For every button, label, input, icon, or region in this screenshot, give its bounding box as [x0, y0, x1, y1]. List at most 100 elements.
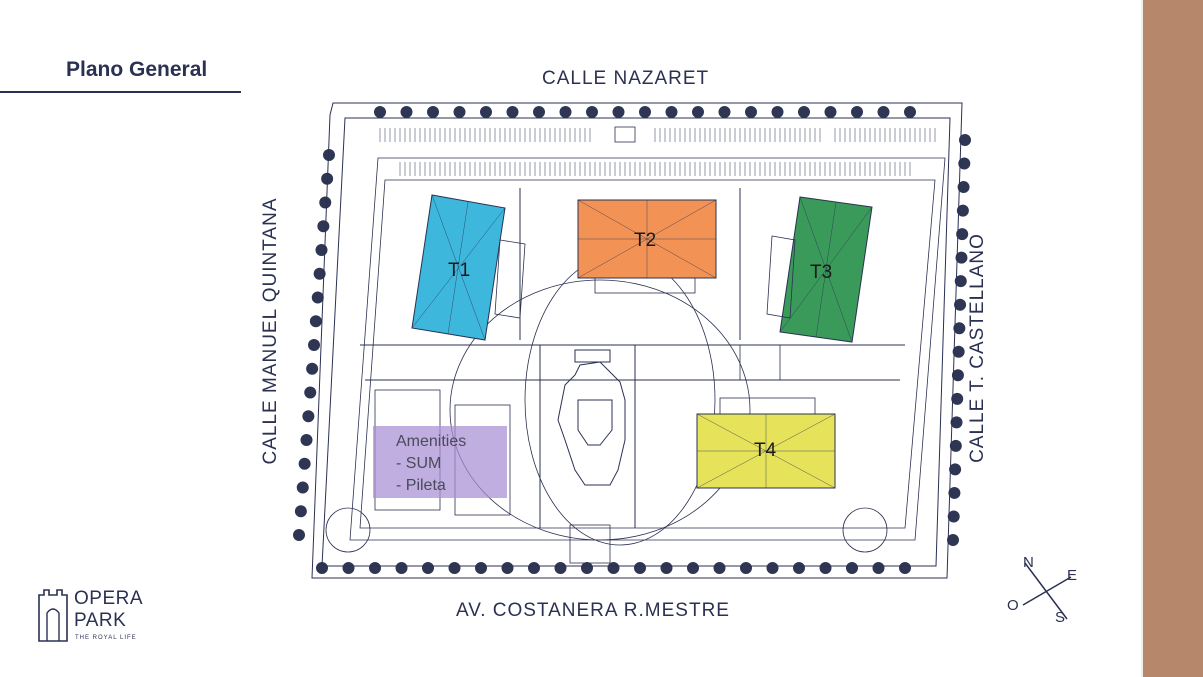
tree-icon — [948, 438, 963, 453]
tree-icon — [308, 314, 323, 329]
tree-row-group — [292, 105, 972, 575]
tower-emblem-icon — [38, 589, 68, 642]
inner-road — [359, 179, 936, 529]
tree-icon — [532, 105, 546, 119]
side-gap — [1141, 0, 1144, 677]
brand-logo: OPERA PARK THE ROYAL LIFE — [36, 585, 176, 645]
tree-icon — [792, 561, 806, 575]
tower-t4-label: T4 — [754, 440, 777, 461]
tree-icon — [950, 391, 965, 406]
tree-icon — [823, 105, 838, 119]
tree-icon — [368, 561, 382, 575]
tree-icon — [505, 105, 520, 119]
tree-icon — [664, 105, 679, 119]
tree-icon — [765, 561, 780, 575]
tree-icon — [585, 105, 599, 119]
tree-icon — [952, 321, 967, 336]
tower-t2-roof-lines — [577, 199, 717, 279]
site-boundary-outer — [311, 102, 963, 579]
tower-t3-annex — [766, 235, 796, 319]
roundabout-right — [842, 507, 888, 553]
tree-icon — [956, 180, 971, 195]
tree-icon — [293, 504, 308, 519]
amenities-item-pileta: - Pileta — [396, 477, 446, 494]
tree-icon — [955, 203, 970, 218]
tree-icon — [474, 561, 488, 575]
street-label-left: CALLE MANUEL QUINTANA — [260, 197, 281, 465]
tree-icon — [955, 227, 970, 242]
tower-t4-podium — [719, 397, 816, 415]
tree-icon — [947, 485, 962, 500]
tower-t3-roof-lines — [779, 196, 873, 343]
tree-icon — [307, 338, 321, 352]
brand-name-line2: PARK — [74, 610, 127, 631]
tree-icon — [341, 561, 356, 575]
tree-icon — [633, 561, 647, 575]
tree-icon — [946, 533, 960, 547]
tree-icon — [297, 456, 312, 471]
tree-icon — [712, 561, 727, 575]
tree-icon — [739, 561, 753, 575]
compass-west: O — [1007, 597, 1019, 614]
tree-icon — [299, 433, 314, 447]
garden-path-ellipse — [449, 279, 751, 541]
tower-t1: T1 — [411, 194, 526, 341]
street-label-top: CALLE NAZARET — [542, 68, 710, 89]
tree-icon — [953, 274, 968, 289]
tree-icon — [744, 105, 758, 119]
tree-icon — [527, 561, 541, 575]
tree-icon — [314, 243, 329, 257]
tree-icon — [659, 561, 674, 575]
compass-north: N — [1023, 554, 1034, 571]
tree-icon — [797, 105, 811, 119]
tree-icon — [951, 344, 966, 359]
tree-icon — [316, 219, 331, 234]
amenities-title: Amenities — [396, 433, 466, 450]
tree-icon — [318, 195, 333, 210]
amenities-highlight — [373, 426, 507, 498]
tree-icon — [303, 385, 318, 400]
tower-t2: T2 — [577, 199, 717, 294]
tree-icon — [845, 561, 859, 575]
service-building — [614, 126, 636, 143]
site-boundary-inner — [321, 117, 951, 567]
tree-icon — [686, 561, 700, 575]
tree-icon — [301, 409, 316, 424]
tree-icon — [691, 105, 705, 119]
roundabout-left — [325, 507, 371, 553]
tree-icon — [954, 250, 969, 265]
amenities-zone: Amenities - SUM - Pileta — [373, 426, 507, 498]
amenities-item-sum: - SUM — [396, 455, 441, 472]
tree-icon — [717, 105, 732, 119]
tree-icon — [638, 105, 652, 119]
compass-cross-icon — [1022, 562, 1072, 620]
tower-t3: T3 — [766, 196, 873, 343]
tower-t4: T4 — [696, 397, 836, 489]
tree-icon — [310, 290, 325, 305]
tree-icon — [949, 415, 964, 430]
central-building-outline — [557, 361, 626, 486]
tree-icon — [295, 480, 310, 495]
tree-icon — [305, 361, 320, 376]
tower-t4-roof-lines — [696, 413, 836, 489]
tree-icon — [818, 561, 833, 575]
tree-icon — [950, 368, 965, 383]
tree-icon — [452, 105, 467, 119]
street-label-bottom: AV. COSTANERA R.MESTRE — [456, 600, 730, 621]
central-building-inner — [577, 399, 613, 446]
tree-icon — [871, 561, 886, 575]
brand-tagline: THE ROYAL LIFE — [75, 635, 137, 641]
tree-icon — [394, 561, 409, 575]
driveway-ring — [349, 157, 946, 541]
tree-icon — [957, 156, 972, 171]
tree-icon — [903, 105, 917, 119]
tree-icon — [479, 105, 493, 119]
tree-icon — [611, 105, 626, 119]
tree-icon — [948, 462, 963, 477]
tree-icon — [770, 105, 785, 119]
tree-icon — [876, 105, 891, 119]
side-accent-band — [1143, 0, 1203, 677]
tree-icon — [292, 528, 306, 542]
tree-icon — [399, 105, 414, 119]
